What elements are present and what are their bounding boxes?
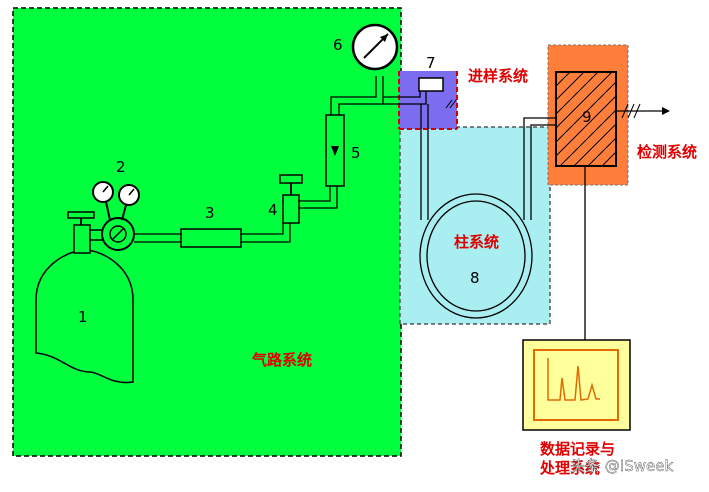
purifier-tube [180,228,242,248]
column-coil-inner [426,200,526,312]
label-num-4: 4 [268,201,278,219]
label-num-5: 5 [351,144,361,162]
column-label: 柱系统 [454,233,499,251]
gas-cylinder [35,249,134,384]
watermark: 头条 @ISweek [570,457,673,475]
gas-path-label: 气路系统 [251,351,312,369]
data-processing-label-line1: 数据记录与 [540,440,615,458]
detector [555,71,617,167]
detector-hatch [555,71,617,167]
data-processing-label-line2: 处理系统 [539,459,600,477]
label-num-7: 7 [426,54,436,72]
label-num-6: 6 [333,36,343,54]
label-num-2: 2 [116,158,126,176]
label-num-8: 8 [470,269,480,287]
column-zone [399,126,551,325]
label-num-3: 3 [205,204,215,222]
label-num-9: 9 [582,108,592,126]
column-coil-outer [419,193,533,319]
detection-label: 检测系统 [637,143,697,161]
label-num-1: 1 [78,308,88,326]
injector-block [418,77,444,92]
injection-label: 进样系统 [468,67,528,85]
needle-valve [282,194,300,224]
chromatogram-trace [547,358,600,401]
